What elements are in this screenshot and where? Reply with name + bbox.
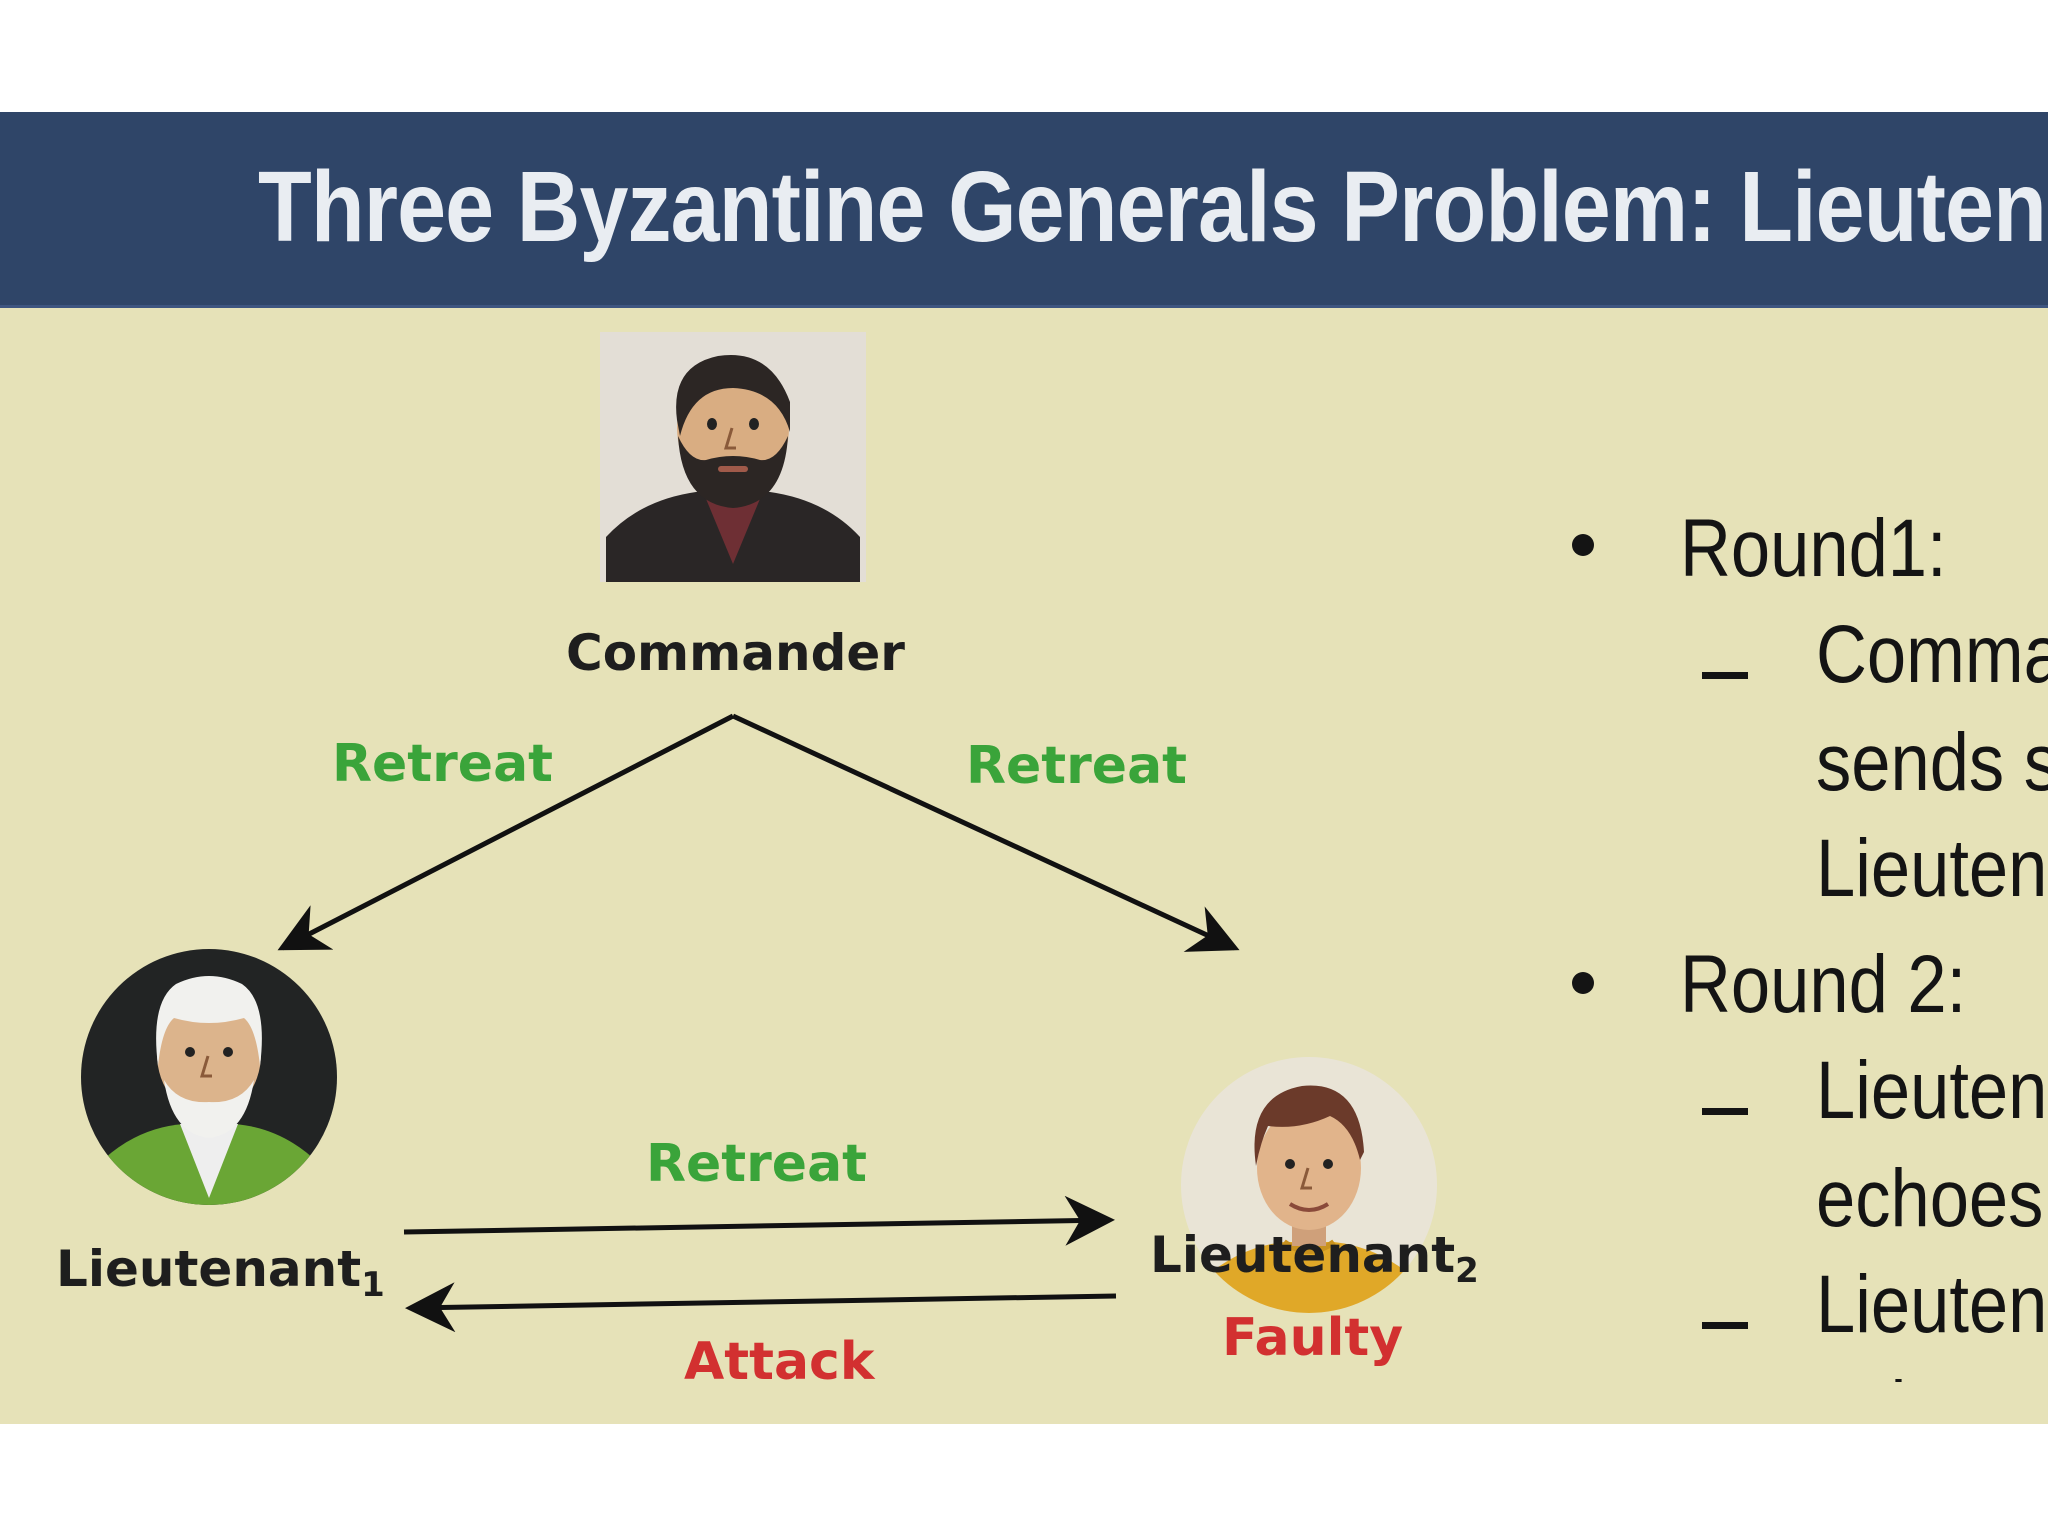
sub-bullet-dash <box>1702 1322 1748 1329</box>
message-arrows <box>277 713 1240 1333</box>
title-bar: Three Byzantine Generals Problem: Lieute… <box>0 112 2048 308</box>
sub-bullet-dash <box>1702 1108 1748 1115</box>
arrow-commander-to-l2 <box>731 713 1240 952</box>
bullet-list: Round1: Comma sends s Lieuten Round 2: L… <box>1560 382 2048 1382</box>
slide: Three Byzantine Generals Problem: Lieute… <box>0 112 2048 1424</box>
commander-avatar-icon <box>600 332 866 582</box>
round1-line2: sends s <box>1816 717 2048 808</box>
lieutenant1-name: Lieutenant <box>56 1240 362 1298</box>
message-commander-to-l1: Retreat <box>332 734 554 794</box>
slide-title: Three Byzantine Generals Problem: Lieute… <box>258 151 2047 263</box>
bullet-round2: Round 2: <box>1680 939 1967 1030</box>
bullet-dot <box>1572 534 1594 556</box>
lieutenant2-avatar-icon <box>1181 1057 1437 1313</box>
arrow-l2-to-l1 <box>405 1282 1117 1333</box>
round1-line3: Lieuten <box>1816 823 2048 914</box>
bullet-dot <box>1572 972 1594 994</box>
round1-line1: Comma <box>1816 609 2048 700</box>
round2-a-line1: Lieuten <box>1816 1045 2048 1136</box>
arrow-commander-to-l1 <box>277 713 735 951</box>
bullet-round1: Round1: <box>1680 503 1947 594</box>
lieutenant1-label: Lieutenant1 <box>56 1240 385 1305</box>
round2-b-line1: Lieuten <box>1816 1259 2048 1350</box>
round2-b-line2: echoes <box>1816 1364 2043 1382</box>
lieutenant1-avatar-icon <box>81 949 337 1205</box>
message-l2-to-l1: Attack <box>684 1332 875 1392</box>
lieutenant2-name: Lieutenant <box>1150 1226 1456 1284</box>
faulty-status-label: Faulty <box>1222 1308 1404 1368</box>
lieutenant2-subscript: 2 <box>1455 1251 1479 1291</box>
arrow-l1-to-l2 <box>403 1195 1115 1246</box>
lieutenant1-subscript: 1 <box>361 1265 385 1305</box>
message-l1-to-l2: Retreat <box>646 1134 868 1194</box>
round2-a-line2: echoes <box>1816 1153 2044 1244</box>
message-commander-to-l2: Retreat <box>966 736 1188 796</box>
sub-bullet-dash <box>1702 672 1748 679</box>
lieutenant2-label: Lieutenant2 <box>1150 1226 1479 1291</box>
commander-label: Commander <box>566 624 905 682</box>
